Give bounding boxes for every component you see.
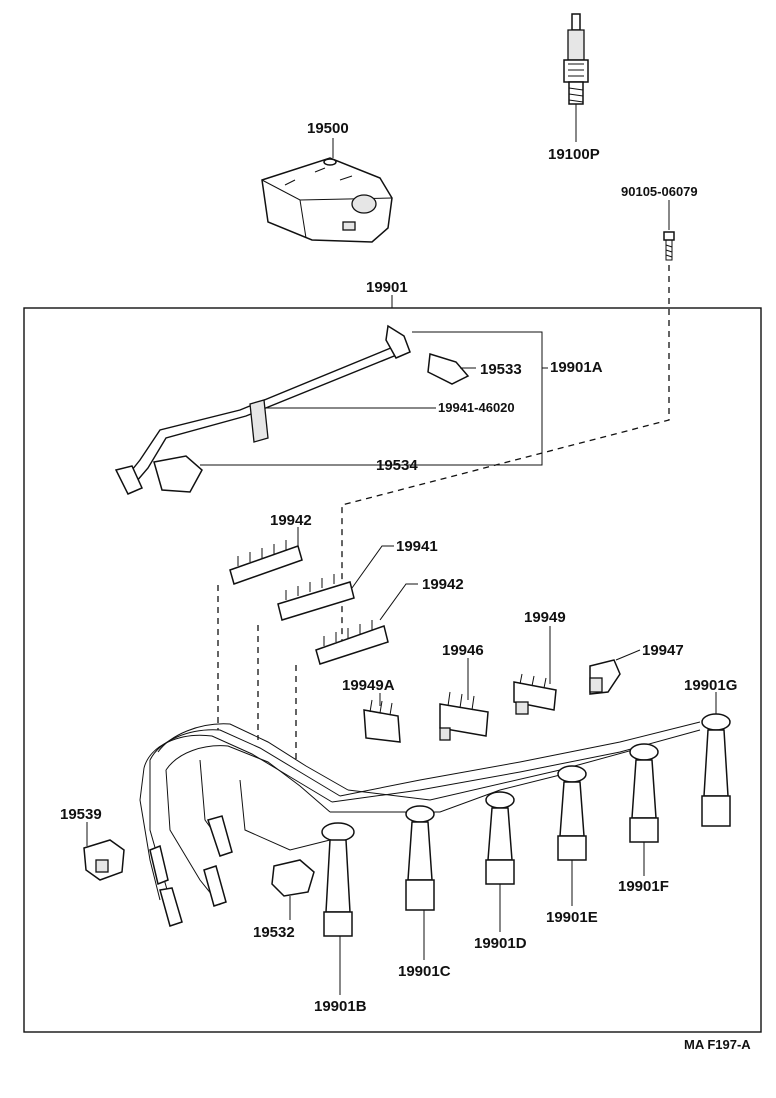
label-19946: 19946: [442, 642, 484, 659]
plug-cord-d: [485, 791, 515, 885]
label-19533: 19533: [480, 361, 522, 378]
label-19941: 19941: [396, 538, 438, 555]
clamp-19942-b: [315, 620, 389, 665]
label-19901a: 19901A: [550, 359, 603, 376]
label-19534: 19534: [376, 457, 418, 474]
label-19100p: 19100P: [548, 146, 600, 163]
label-19941-46020: 19941-46020: [438, 400, 515, 415]
plug-cord-e: [557, 765, 587, 861]
label-19532: 19532: [253, 924, 295, 941]
label-19901g: 19901G: [684, 677, 737, 694]
plug-cord-f: [629, 743, 659, 843]
label-19901b: 19901B: [314, 998, 367, 1015]
label-19539: 19539: [60, 806, 102, 823]
label-19947: 19947: [642, 642, 684, 659]
label-19500: 19500: [307, 120, 349, 137]
spark-plug: [563, 13, 589, 114]
label-19942-a: 19942: [270, 512, 312, 529]
plug-cord-b: [321, 822, 355, 937]
plug-cord-g: [701, 713, 731, 827]
label-19901e: 19901E: [546, 909, 598, 926]
clamp-19949: [513, 673, 557, 715]
clamp-19946: [439, 691, 489, 741]
clamp-19941: [277, 574, 355, 621]
coil-cord: [114, 324, 470, 495]
label-19949a: 19949A: [342, 677, 395, 694]
plug-cord-bundle: [139, 721, 701, 927]
label-19942-b: 19942: [422, 576, 464, 593]
clamp-19947: [589, 659, 621, 695]
label-19901f: 19901F: [618, 878, 669, 895]
holder-19539: [83, 839, 125, 881]
bolt: [663, 231, 675, 261]
set-frame: [23, 307, 762, 1033]
clamp-19942-a: [229, 540, 303, 585]
label-19949: 19949: [524, 609, 566, 626]
figure-code: MA F197-A: [684, 1037, 751, 1052]
holder-19532: [271, 859, 315, 897]
plug-cord-c: [405, 805, 435, 911]
label-19901: 19901: [366, 279, 408, 296]
label-90105-06079: 90105-06079: [621, 184, 698, 199]
clamp-19949a: [363, 699, 401, 743]
label-19901c: 19901C: [398, 963, 451, 980]
ignition-coil: [261, 157, 393, 243]
label-19901d: 19901D: [474, 935, 527, 952]
